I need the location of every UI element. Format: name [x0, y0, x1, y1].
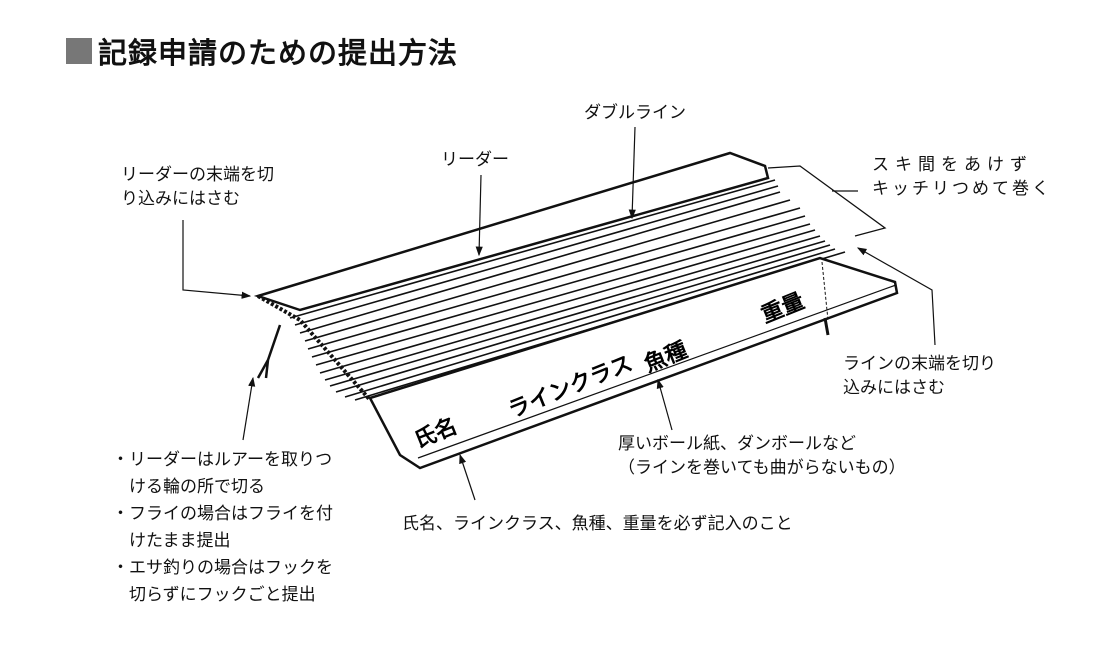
- board-front: [368, 256, 899, 470]
- label-leader: リーダー: [441, 150, 509, 170]
- wound-line: [289, 179, 846, 401]
- label-no-gap: スキ間をあけずキッチリつめて巻く: [872, 155, 1052, 199]
- board-back-flap: [253, 151, 770, 312]
- label-required: 氏名、ラインクラス、魚種、重量を必ず記入のこと: [402, 514, 793, 534]
- callout-arrows: [182, 126, 936, 501]
- label-leader-end: リーダーの末端を切り込みにはさむ: [121, 165, 274, 209]
- bracket-line: [767, 165, 887, 237]
- label-board: 厚いボール紙、ダンボールなど（ラインを巻いても曲がらないもの）: [618, 434, 906, 478]
- title-text: 記録申請のための提出方法: [98, 36, 459, 70]
- label-notes: ・リーダーはルアーを取りつ ける輪の所で切る ・フライの場合はフライを付 けたま…: [112, 450, 333, 605]
- page-title: 記録申請のための提出方法: [66, 30, 458, 72]
- title-square-icon: [66, 38, 92, 64]
- label-line-end: ラインの末端を切り込みにはさむ: [843, 354, 996, 398]
- label-double-line: ダブルライン: [584, 103, 686, 123]
